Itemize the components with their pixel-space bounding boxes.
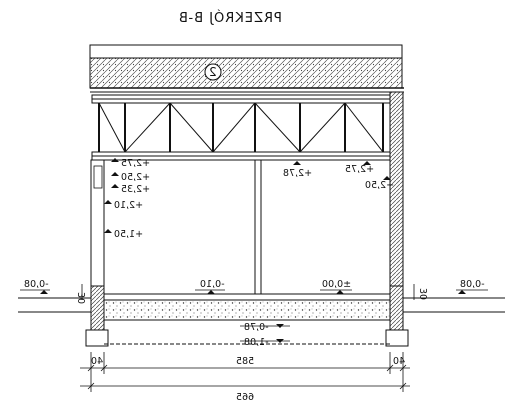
drawing-title-group: PRZEKRÓJ B-B	[178, 10, 282, 26]
floor-level-right: ±0,00	[320, 279, 352, 294]
floor-level-left: -0,10	[195, 279, 225, 294]
level-mark-middle: +2,78	[283, 161, 312, 179]
dimensions	[80, 352, 410, 392]
svg-text:-0,08: -0,08	[24, 279, 49, 290]
ground-level-right: -0,08	[456, 279, 488, 294]
svg-text:-0,10: -0,10	[200, 279, 225, 290]
svg-text:30: 30	[417, 288, 428, 300]
svg-text:+1,50: +1,50	[114, 229, 143, 240]
level-mark: +2,10	[104, 200, 143, 211]
svg-text:±0,00: ±0,00	[322, 279, 351, 290]
floor-slab	[103, 293, 391, 345]
svg-text:+2,35: +2,35	[121, 184, 150, 195]
dimension-wall-right: 40	[393, 356, 405, 367]
walls	[90, 91, 404, 299]
roof: 2	[89, 44, 404, 93]
level-mark: +2,35	[111, 184, 150, 195]
dimension-wall-left: 40	[91, 356, 103, 367]
level-mark: +2,75	[111, 158, 150, 169]
svg-text:30: 30	[75, 292, 86, 304]
drawing-title: PRZEKRÓJ B-B	[178, 10, 282, 26]
dimension-total: 665	[236, 392, 254, 403]
svg-text:+2,75: +2,75	[121, 158, 150, 169]
ground-lines	[18, 297, 505, 313]
truss-marker-label: 2	[209, 65, 217, 79]
foundations	[85, 285, 409, 347]
plinth-height-right: 30	[413, 284, 428, 300]
plinth-height-left: 30	[75, 284, 86, 304]
foundation-level-lower: -1,08	[240, 337, 290, 348]
level-mark: +2,50	[365, 176, 394, 191]
roof-truss	[91, 94, 391, 161]
svg-text:+2,10: +2,10	[114, 200, 143, 211]
level-mark: +2,50	[111, 172, 150, 183]
foundation-level-upper: -0,78	[240, 322, 290, 333]
svg-text:+2,50: +2,50	[365, 180, 394, 191]
level-mark: +2,75	[345, 161, 374, 175]
svg-text:+2,78: +2,78	[283, 168, 312, 179]
svg-text:-1,08: -1,08	[244, 337, 269, 348]
svg-text:-0,78: -0,78	[244, 322, 269, 333]
svg-text:-0,08: -0,08	[460, 279, 485, 290]
level-marks-left: +2,75 +2,50 +2,35 +2,10 +1,50	[104, 158, 150, 240]
ground-level-left: -0,08	[20, 279, 50, 294]
svg-text:+2,75: +2,75	[345, 164, 374, 175]
level-marks-right: +2,75 +2,50	[345, 161, 394, 191]
level-mark: +1,50	[104, 229, 143, 240]
dimension-interior: 585	[236, 356, 254, 367]
svg-text:+2,50: +2,50	[121, 172, 150, 183]
truss-marker	[204, 63, 222, 81]
